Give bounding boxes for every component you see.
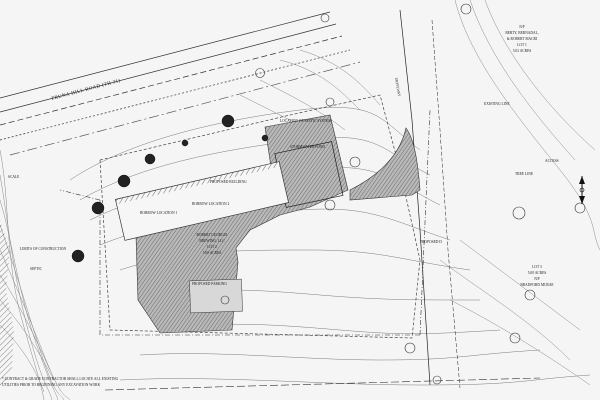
lot-line-east-2 [431, 19, 461, 389]
tree-icon [221, 114, 235, 128]
driveway-label: DRIVEWAY [394, 77, 401, 97]
tree-outline-icon [574, 202, 586, 214]
lot-label-line3: LOT 2 [207, 245, 217, 249]
neighbor-north-line1: N/F [519, 25, 525, 29]
tree-outline-icon [349, 156, 361, 168]
outline-tree-symbols [220, 3, 586, 385]
driveway-paving [349, 127, 421, 201]
lot-label: ROBERT GEORGIA BREWING, LLC LOT 2 5.00 A… [197, 233, 228, 255]
tree-outline-icon [325, 97, 335, 107]
footnote-line1: * CONTRACT & GRADE CONTRACTOR SHALL LOCA… [2, 377, 119, 381]
note-proposed-building: PROPOSED BUILDING [210, 180, 247, 184]
footnote-line2: UTILITIES PRIOR TO BEGINNING ANY EXCAVAT… [2, 383, 101, 387]
lot-label-line1: ROBERT GEORGIA [197, 233, 228, 237]
note-borrow-1: BORROW LOCATION 1 [140, 211, 177, 215]
septic-hatch-bar [115, 161, 281, 205]
neighbor-east-line1: LOT 3 [532, 265, 542, 269]
note-access: ACCESS [545, 159, 559, 163]
note-septic-location: LOCATION OF SEPTIC SYSTEM [280, 119, 332, 123]
tree-outline-icon [320, 13, 330, 23]
road-corridor [0, 11, 361, 156]
neighbor-east-line2: 5.00 ACRES [528, 271, 547, 275]
note-existing-line: EXISTING LINE [484, 102, 510, 106]
tree-outline-icon [432, 375, 442, 385]
neighbor-north-label: N/F BERTY, BERNADAL, & ROBERT MACRI LOT … [505, 25, 538, 53]
tree-icon [144, 153, 156, 165]
neighbor-east-label: LOT 3 5.00 ACRES N/F BRADFORD MCRAE [520, 265, 554, 287]
tree-icon [91, 201, 105, 215]
bottom-boundary [104, 377, 541, 391]
tree-outline-icon [255, 68, 265, 78]
neighbor-north-line4: LOT 1 [517, 43, 527, 47]
tree-icon [261, 134, 269, 142]
scale-label: SCALE [8, 175, 20, 179]
contour-lines-east [439, 0, 600, 386]
note-tree-line: TREE LINE [515, 172, 534, 176]
north-arrow-icon [579, 176, 585, 204]
tree-outline-icon [524, 289, 536, 301]
neighbor-east-line3: N/F [534, 277, 540, 281]
tree-outline-icon [460, 3, 472, 15]
note-limits: LIMITS OF CONSTRUCTION [20, 247, 67, 251]
tree-icon [71, 249, 85, 263]
tree-icon [117, 174, 131, 188]
plan-notes: SEPTIC BORROW LOCATION 1 BORROW LOCATION… [20, 102, 559, 286]
note-proposed-d: PROPOSED D [420, 240, 442, 244]
neighbor-north-line3: & ROBERT MACRI [507, 37, 538, 41]
tree-outline-icon [324, 199, 336, 211]
lot-label-line2: BREWING, LLC [199, 239, 225, 244]
note-proposed-parking: PROPOSED PARKING [192, 282, 227, 286]
note-stormwater: STORMWATER POND [290, 145, 325, 149]
property-boundary [59, 109, 431, 336]
neighbor-east-line4: BRADFORD MCRAE [520, 283, 554, 287]
slope-hatching [0, 220, 14, 390]
tree-icon [181, 139, 189, 147]
neighbor-north-line2: BERTY, BERNADAL, [505, 31, 538, 36]
tree-symbols [71, 114, 269, 263]
parking-area [189, 278, 243, 314]
lot-label-line4: 5.00 ACRES [203, 251, 222, 255]
note-septic: SEPTIC [30, 267, 43, 271]
tree-outline-icon [512, 206, 526, 220]
tree-outline-icon [404, 342, 416, 354]
tree-outline-icon [509, 332, 521, 344]
neighbor-north-line5: 5.03 ACRES [513, 49, 532, 53]
tree-outline-icon [220, 295, 230, 305]
note-borrow-2: BORROW LOCATION 2 [192, 202, 229, 206]
